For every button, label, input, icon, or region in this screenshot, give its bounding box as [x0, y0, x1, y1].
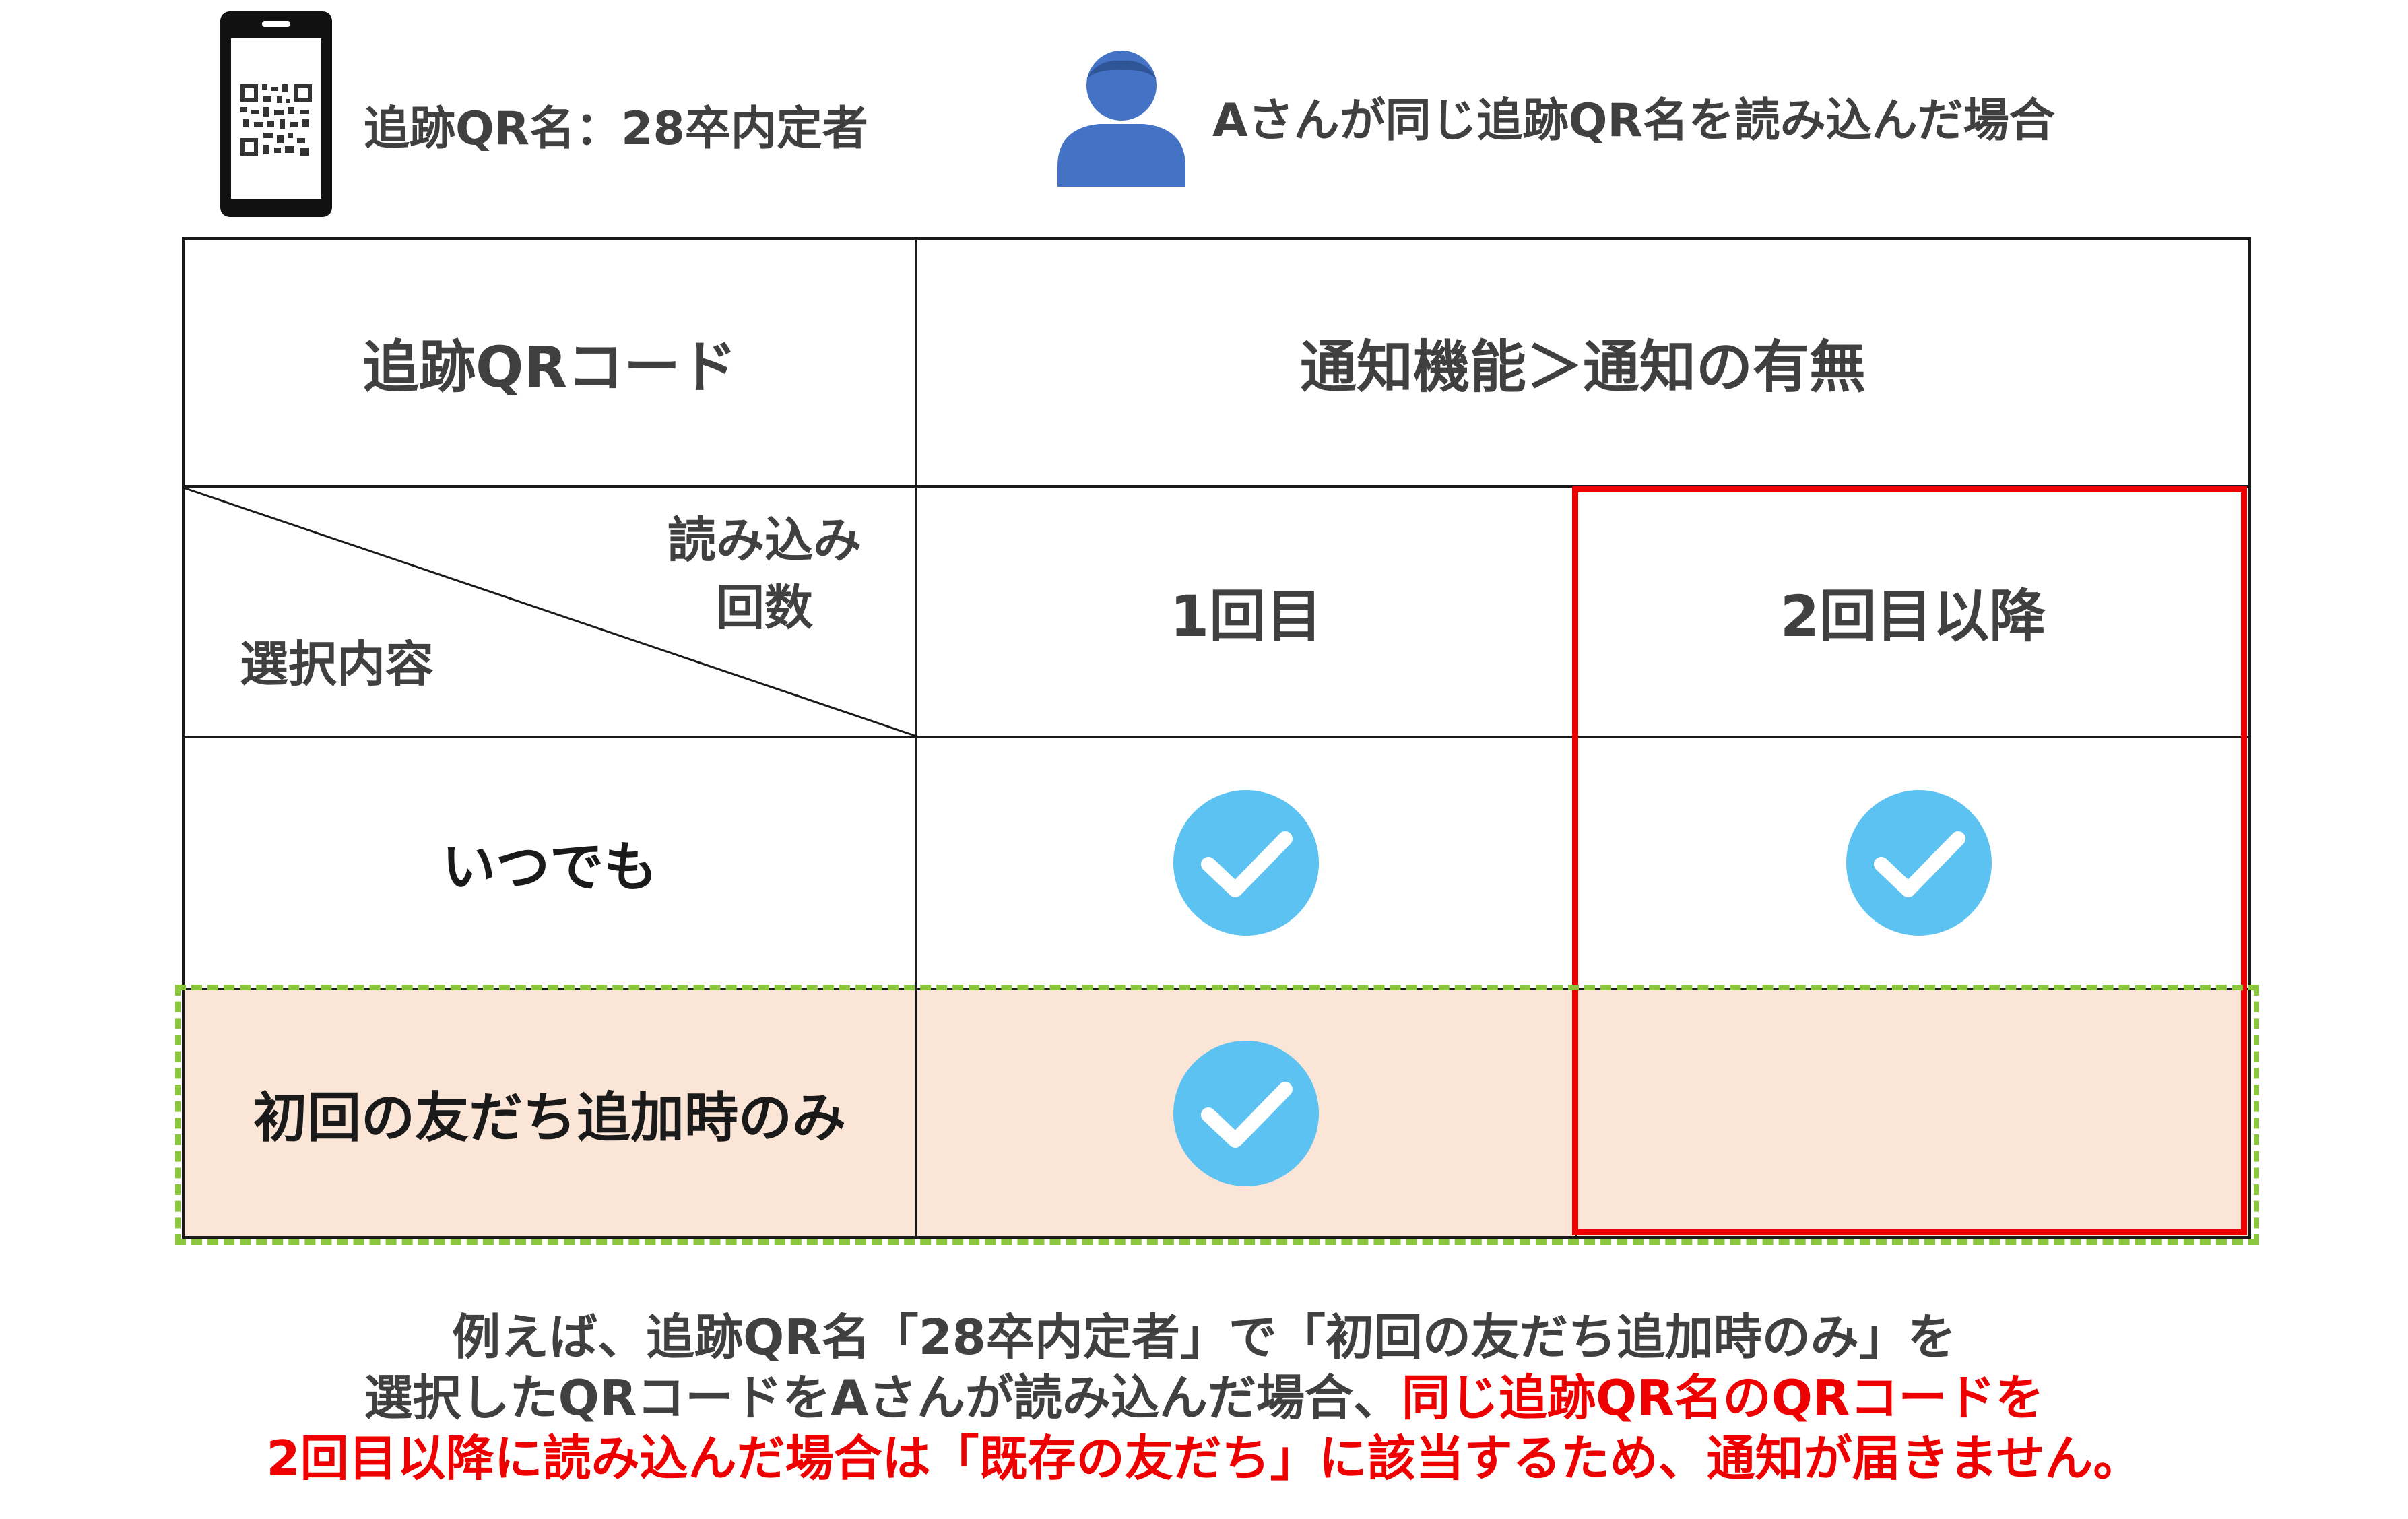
qr-name-label: 追跡QR名：28卒内定者 [364, 102, 868, 156]
note-line-1: 例えば、追跡QR名「28卒内定者」で「初回の友だち追加時のみ」を [452, 1309, 1956, 1365]
header-tracking-qr: 追跡QRコード [362, 333, 738, 400]
header-notification-setting: 通知機能＞通知の有無 [1299, 333, 1866, 400]
second-read-column-highlight [1572, 486, 2247, 1235]
scenario-label: Aさんが同じ追跡QR名を読み込んだ場合 [1212, 94, 2055, 148]
header-first-read: 1回目 [1169, 583, 1323, 649]
corner-selection-label: 選択内容 [240, 636, 434, 692]
check-icon [1846, 790, 1992, 936]
row-label-first-friend-add-only: 初回の友だち追加時のみ [253, 1086, 846, 1149]
check-icon [1173, 1041, 1319, 1186]
corner-read-count-label: 読み込み 回数 [667, 512, 861, 636]
row-label-anytime: いつでも [442, 836, 657, 899]
check-icon [1173, 790, 1319, 936]
notification-comparison-table: 追跡QRコード 通知機能＞通知の有無 読み込み 回数 選択内容 1回目 2回目以… [175, 237, 2259, 1245]
smartphone-qr-icon [220, 11, 332, 217]
note-line-2: 選択したQRコードをAさんが読み込んだ場合、同じ追跡QR名のQRコードを [364, 1369, 2044, 1426]
note-line-3: 2回目以降に読み込んだ場合は「既存の友だち」に該当するため、通知が届きません。 [266, 1430, 2142, 1487]
first-friend-row-highlight [175, 985, 2259, 1245]
header-second-read-onward: 2回目以降 [1780, 583, 2046, 649]
explanation-note: 例えば、追跡QR名「28卒内定者」で「初回の友だち追加時のみ」を 選択したQRコ… [0, 1307, 2408, 1489]
corner-diagonal-line [183, 486, 915, 737]
person-icon [1057, 51, 1185, 187]
